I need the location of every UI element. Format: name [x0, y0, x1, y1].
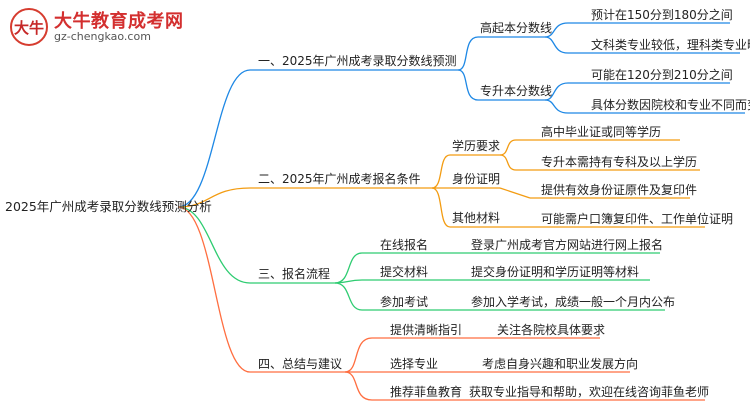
branch-2-leaf-4: 可能需户口簿复印件、工作单位证明 [541, 212, 734, 226]
branch-3-label: 三、报名流程 [258, 267, 331, 281]
logo-title: 大牛教育成考网 [54, 11, 184, 32]
branch-4-lines [177, 206, 705, 401]
branch-3-child-3: 参加考试 [380, 295, 429, 309]
site-logo[interactable]: 大牛 大牛教育成考网 gz-chengkao.com [6, 4, 206, 50]
branch-3-lines [177, 206, 665, 311]
branch-1-label: 一、2025年广州成考录取分数线预测 [258, 54, 457, 68]
branch-2-lines [177, 139, 705, 228]
branch-4-child-3: 推荐菲鱼教育 [390, 385, 463, 399]
branch-1-leaf-3: 可能在120分到210分之间 [591, 68, 733, 82]
branch-3-leaf-2: 提交身份证明和学历证明等材料 [471, 265, 640, 279]
branch-2-leaf-3: 提供有效身份证原件及复印件 [541, 183, 698, 197]
branch-1-leaf-4: 具体分数因院校和专业不同而变化 [591, 98, 750, 112]
branch-4-leaf-2: 考虑自身兴趣和职业发展方向 [482, 357, 639, 371]
branch-2-child-1: 学历要求 [452, 139, 501, 153]
branch-3-child-2: 提交材料 [380, 265, 429, 279]
branch-2-label: 二、2025年广州成考报名条件 [258, 172, 421, 186]
branch-1-leaf-1: 预计在150分到180分之间 [591, 8, 733, 22]
branch-4-child-2: 选择专业 [390, 357, 439, 371]
branch-3-leaf-1: 登录广州成考官方网站进行网上报名 [471, 238, 664, 252]
branch-1-lines [177, 22, 745, 208]
branch-1-child-2: 专升本分数线 [480, 84, 553, 98]
logo-mark-icon: 大牛 [10, 8, 48, 46]
branch-2-child-3: 其他材料 [452, 211, 501, 225]
branch-3-leaf-3: 参加入学考试，成绩一般一个月内公布 [471, 295, 676, 309]
branch-4-leaf-3: 获取专业指导和帮助，欢迎在线咨询菲鱼老师 [469, 385, 710, 399]
root-node: 2025年广州成考录取分数线预测分析 [5, 199, 212, 214]
branch-2-child-2: 身份证明 [452, 172, 501, 186]
branch-2-leaf-2: 专升本需持有专科及以上学历 [541, 155, 698, 169]
branch-1-leaf-2: 文科类专业较低，理科类专业略高 [591, 38, 750, 52]
branch-1-child-1: 高起本分数线 [480, 21, 553, 35]
branch-4-label: 四、总结与建议 [258, 357, 343, 371]
branch-3-child-1: 在线报名 [380, 238, 429, 252]
branch-4-leaf-1: 关注各院校具体要求 [497, 323, 606, 337]
logo-url: gz-chengkao.com [54, 30, 151, 43]
branch-2-leaf-1: 高中毕业证或同等学历 [541, 125, 662, 139]
branch-4-child-1: 提供清晰指引 [390, 323, 463, 337]
